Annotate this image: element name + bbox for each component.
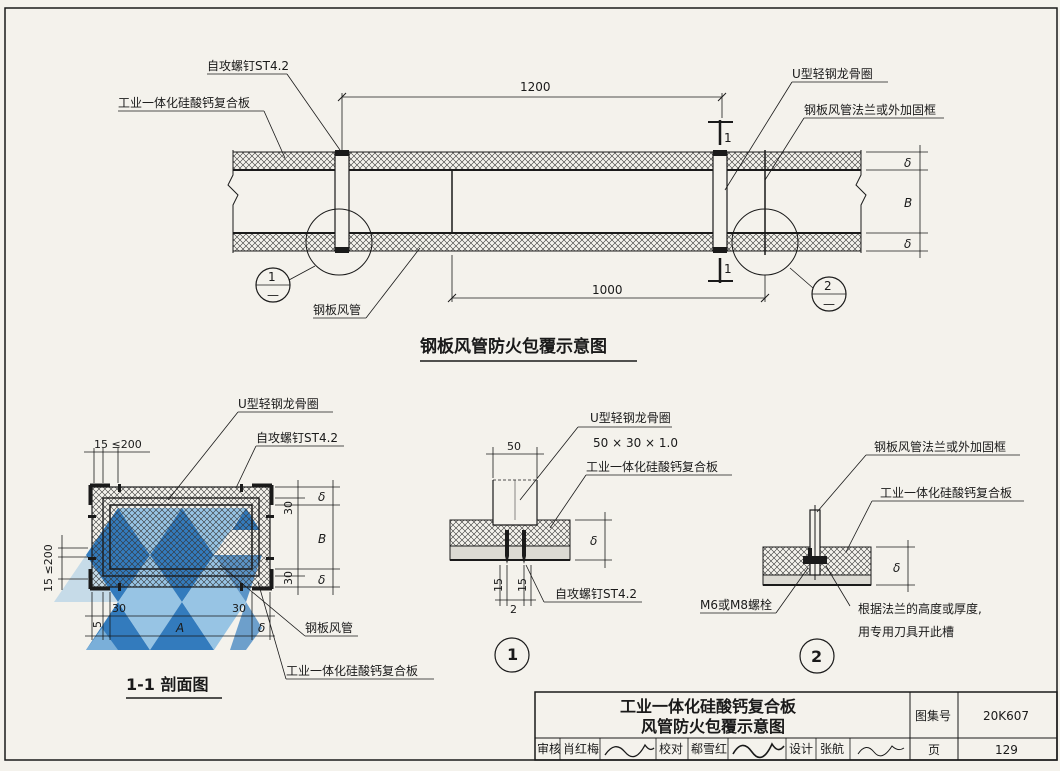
dim-delta-bottom: δ (904, 237, 911, 251)
sec-label-u-frame: U型轻钢龙骨圈 (238, 397, 319, 411)
d2-note-line1: 根据法兰的高度或厚度, (858, 601, 982, 616)
u-frame-right (712, 151, 728, 252)
sec-dim-top: 15 ≤200 (94, 438, 142, 451)
section-mark-top: 1 (724, 131, 732, 145)
d1-dim-delta: δ (590, 534, 597, 548)
sheet-border (4, 7, 1058, 761)
d2-note-line2: 用专用刀具开此槽 (858, 624, 954, 639)
label-screw: 自攻螺钉ST4.2 (207, 59, 289, 73)
board-frame (91, 486, 271, 588)
callout-2-sub: — (823, 297, 835, 311)
sec-dim-a: A (175, 621, 184, 635)
d1-label-board: 工业一体化硅酸钙复合板 (586, 459, 718, 474)
tb-atlas-no: 20K607 (983, 709, 1029, 723)
bottom-board-band (232, 232, 862, 252)
label-board: 工业一体化硅酸钙复合板 (118, 95, 250, 110)
sec-dim-30-top: 30 (282, 501, 295, 515)
tb-page-no: 129 (995, 743, 1018, 757)
steel-duct-outline (109, 504, 253, 570)
d1-dim-15b: 15 (516, 578, 529, 592)
sec-label-board: 工业一体化硅酸钙复合板 (286, 663, 418, 678)
dim-1000: 1000 (592, 283, 623, 297)
tb-designer-signature (857, 745, 905, 757)
d2-label-board: 工业一体化硅酸钙复合板 (880, 485, 1012, 500)
tb-checker-signature (732, 742, 785, 759)
tb-checker: 郗雪红 (691, 741, 727, 756)
callout-1-sub: — (267, 288, 279, 302)
d1-label-screw: 自攻螺钉ST4.2 (555, 587, 637, 601)
label-flange: 钢板风管法兰或外加固框 (804, 102, 936, 117)
detail-2-num: 2 (811, 647, 822, 666)
label-u-frame: U型轻钢龙骨圈 (792, 67, 873, 81)
d2-dim-delta: δ (893, 561, 900, 575)
section-mark-bottom: 1 (724, 262, 732, 276)
callout-2-num: 2 (824, 279, 832, 293)
detail-1-num: 1 (507, 645, 518, 664)
detail-1-circle (305, 208, 373, 276)
dim-b: B (904, 196, 912, 210)
tb-page-label: 页 (928, 743, 940, 757)
tb-check-label: 校对 (659, 741, 683, 756)
dim-1200: 1200 (520, 80, 551, 94)
d2-label-bolt: M6或M8螺栓 (700, 597, 772, 612)
sec-dim-5: 5 (91, 621, 104, 628)
top-board-band (232, 151, 862, 171)
tb-reviewer-signature (604, 743, 655, 758)
sec-dim-delta-top: δ (318, 490, 325, 504)
sec-dim-30-right: 30 (232, 602, 246, 615)
dim-delta-top: δ (904, 156, 911, 170)
tb-review-label: 审核 (537, 741, 561, 756)
tb-title-line1: 工业一体化硅酸钙复合板 (620, 697, 797, 716)
detail-1-view: 50 δ 15 15 2 U型轻钢龙骨圈 50 × 30 × 1.0 工业一体化… (449, 411, 732, 673)
u-frame-left (334, 151, 350, 252)
tb-atlas-label: 图集号 (915, 708, 951, 723)
sec-dim-30-left: 30 (112, 602, 126, 615)
section-view-title: 1-1 剖面图 (126, 675, 208, 694)
callout-1-num: 1 (268, 270, 276, 284)
sec-label-screw: 自攻螺钉ST4.2 (256, 431, 338, 445)
tb-title-line2: 风管防火包覆示意图 (641, 717, 785, 736)
sec-dim-delta-bottom: δ (318, 573, 325, 587)
sec-dim-left: 15 ≤200 (42, 544, 55, 592)
d1-dim-2: 2 (510, 603, 517, 616)
sec-dim-delta-right: δ (258, 621, 265, 635)
label-duct: 钢板风管 (313, 302, 361, 317)
tb-reviewer: 肖红梅 (563, 741, 599, 756)
section-1-1-view: 15 ≤200 15 ≤200 30 30 δ B δ 30 30 A δ 5 (42, 397, 434, 699)
detail-2-view: δ 钢板风管法兰或外加固框 工业一体化硅酸钙复合板 M6或M8螺栓 根据法兰的高… (700, 439, 1024, 674)
d1-label-u-size: 50 × 30 × 1.0 (593, 436, 678, 450)
detail-1-badge (494, 637, 530, 673)
d2-label-flange: 钢板风管法兰或外加固框 (874, 439, 1006, 454)
sec-dim-b: B (318, 532, 326, 546)
d1-dim-15a: 15 (492, 578, 505, 592)
sec-dim-30-bottom: 30 (282, 571, 295, 585)
d1-dim-50: 50 (507, 440, 521, 453)
sec-label-duct: 钢板风管 (305, 620, 353, 635)
main-view-title: 钢板风管防火包覆示意图 (420, 336, 607, 357)
title-block: 工业一体化硅酸钙复合板 风管防火包覆示意图 图集号 20K607 审核 肖红梅 … (534, 691, 1058, 761)
detail-2-badge (799, 638, 835, 674)
tb-design-label: 设计 (789, 742, 813, 756)
tb-designer: 张航 (820, 741, 844, 756)
main-duct-view: 1 1 1200 1000 δ B δ 自攻螺钉ST4.2 工业一体化硅酸钙复合… (118, 59, 944, 362)
d1-label-u-frame: U型轻钢龙骨圈 (590, 411, 671, 425)
